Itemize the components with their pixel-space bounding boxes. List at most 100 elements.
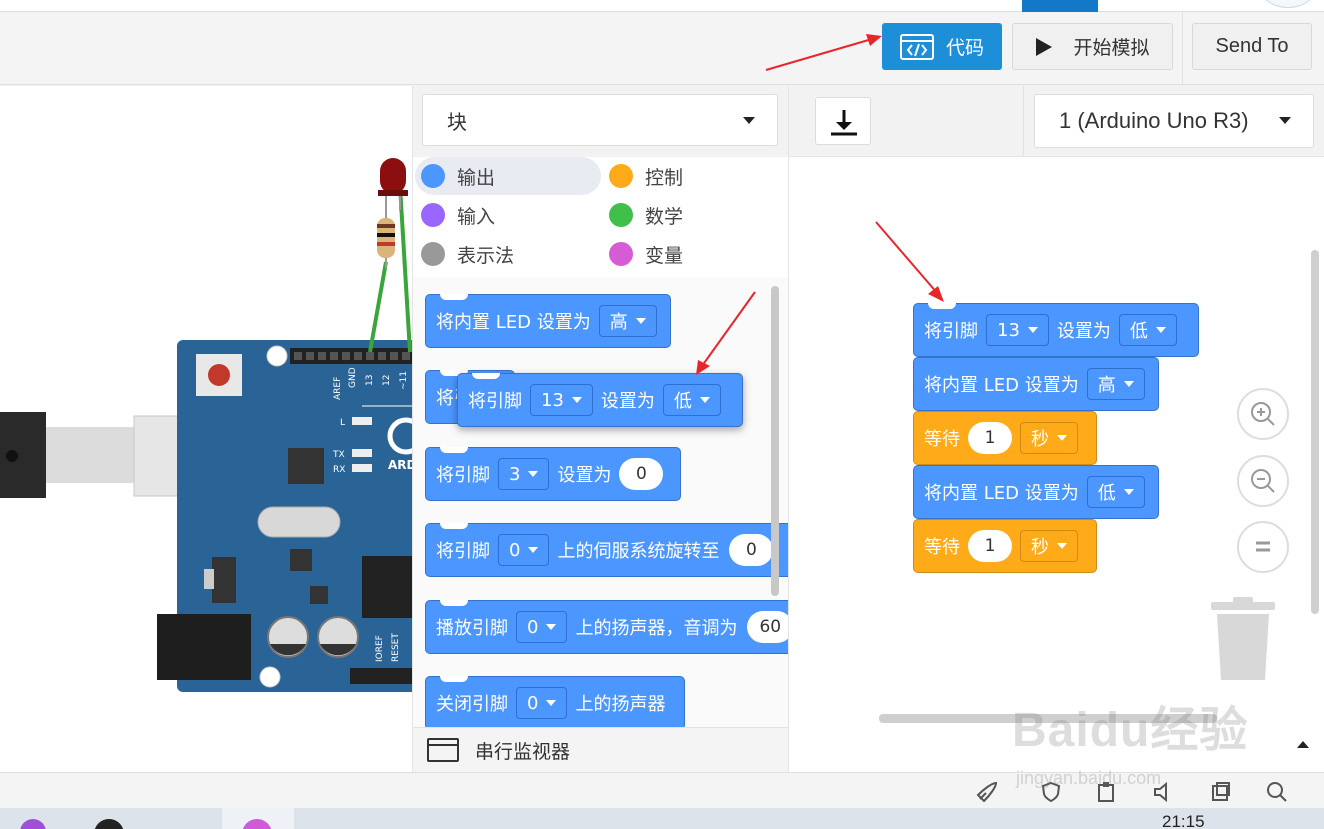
board-label-11: ~11 [399,371,409,390]
palette-block-play-speaker[interactable]: 播放引脚 0 上的扬声器，音调为 60 [425,600,788,654]
workspace-block-wait-2[interactable]: 等待 1 秒 [913,519,1097,573]
pin-dropdown[interactable]: 13 [986,314,1049,346]
code-icon [899,33,934,60]
rocket-icon[interactable] [976,781,1000,803]
wire-green-1 [368,261,388,353]
chevron-up-icon[interactable] [1297,741,1309,748]
pin-dropdown[interactable]: 0 [498,534,550,566]
block-text: 设置为 [1056,321,1111,342]
caret-down-icon [1155,327,1166,333]
unit-dropdown[interactable]: 秒 [1020,530,1078,562]
board-label-13: 13 [365,375,375,386]
palette-block-stop-speaker[interactable]: 关闭引脚 0 上的扬声器 [425,676,685,730]
board-label-l: L [340,418,345,428]
category-math[interactable]: 数学 [603,196,783,234]
active-app-tab[interactable] [222,808,294,829]
workspace-block-wait-1[interactable]: 等待 1 秒 [913,411,1097,465]
toolbar-divider [1182,12,1183,85]
zoom-out-button[interactable] [1237,455,1289,507]
wait-amount-input[interactable]: 1 [968,422,1012,454]
app-icon[interactable] [242,819,272,829]
search-icon[interactable] [1266,781,1288,803]
category-variables[interactable]: 变量 [603,235,783,273]
caret-down-icon [546,624,557,630]
trash-icon[interactable] [1207,596,1279,682]
category-output[interactable]: 输出 [415,157,601,195]
workspace-block-set-pin[interactable]: 将引脚 13 设置为 低 [913,303,1199,357]
shield-icon[interactable] [1040,781,1062,803]
pin-dropdown[interactable]: 0 [516,687,568,719]
value-dropdown[interactable]: 低 [1086,476,1145,508]
chip-value: 低 [673,391,692,412]
palette-block-servo[interactable]: 将引脚 0 上的伺服系统旋转至 0 [425,523,788,577]
category-label: 输出 [457,166,496,189]
os-taskbar: 21:15 [0,808,1324,829]
workspace-block-builtin-led-high[interactable]: 将内置 LED 设置为 高 [913,357,1159,411]
board-label-reset: RESET [391,633,401,662]
value-input[interactable]: 60 [747,611,788,643]
usb-cable [46,427,136,483]
code-button[interactable]: 代码 [882,23,1002,70]
serial-monitor-button[interactable]: 串行监视器 [413,727,788,772]
block-text: 将引脚 [924,321,978,342]
caret-down-icon [571,397,582,403]
chip-value: 0 [509,539,521,561]
value-dropdown[interactable]: 低 [1118,314,1177,346]
caret-down-icon [1123,381,1134,387]
start-simulation-label: 开始模拟 [1073,37,1150,59]
unit-dropdown[interactable]: 秒 [1020,422,1078,454]
download-button[interactable] [815,97,871,145]
value-input[interactable]: 0 [729,534,774,566]
zoom-in-button[interactable] [1237,388,1289,440]
window-icon[interactable] [1210,781,1232,803]
category-label: 输入 [457,205,496,228]
workspace-vertical-scrollbar[interactable] [1311,250,1319,614]
palette-block-set-builtin-led[interactable]: 将内置 LED 设置为 高 [425,294,671,348]
category-dot-icon [609,164,633,188]
blocks-palette: 块 输出 控制 输入 数学 表示法 变量 将内置 LED 设置为 高 将引 将引… [412,86,788,772]
palette-blocks-area[interactable]: 将内置 LED 设置为 高 将引 将引脚 3 设置为 0 将引脚 0 上的伺服系… [413,277,788,730]
palette-scrollbar[interactable] [771,286,779,596]
active-tab-indicator[interactable] [1022,0,1098,12]
app-icon[interactable] [94,819,124,829]
zoom-reset-button[interactable] [1237,521,1289,573]
value-dropdown[interactable]: 高 [1086,368,1145,400]
category-input[interactable]: 输入 [415,196,601,234]
pin-dropdown[interactable]: 3 [498,458,550,490]
clipboard-icon[interactable] [1096,781,1116,803]
category-label: 控制 [645,166,684,189]
zoom-out-icon [1251,469,1275,493]
caret-down-icon [635,318,646,324]
board-label-gnd: GND [348,367,358,388]
app-icon[interactable] [20,819,46,829]
workspace-header: 1 (Arduino Uno R3) [789,86,1324,157]
workspace-horizontal-scrollbar[interactable] [879,714,1217,723]
wait-amount-input[interactable]: 1 [968,530,1012,562]
block-text: 上的伺服系统旋转至 [557,541,720,562]
circuit-canvas[interactable]: AREF GND 13 12 ~11 L TX RX IOREF RESET A… [0,86,412,772]
palette-block-set-pin-value[interactable]: 将引脚 3 设置为 0 [425,447,681,501]
chip-value: 秒 [1031,537,1049,558]
start-simulation-button[interactable]: 开始模拟 [1012,23,1173,70]
value-dropdown[interactable]: 低 [662,384,721,416]
palette-header: 块 [413,86,788,157]
category-control[interactable]: 控制 [603,157,783,195]
value-input[interactable]: 0 [619,458,664,490]
code-workspace[interactable]: 1 (Arduino Uno R3) 将引脚 13 设置为 低 将内置 LED … [788,86,1324,772]
value-dropdown[interactable]: 高 [598,305,657,337]
pin-dropdown[interactable]: 13 [530,384,593,416]
pin-dropdown[interactable]: 0 [516,611,568,643]
caret-down-icon [546,700,557,706]
board-selector-dropdown[interactable]: 1 (Arduino Uno R3) [1034,94,1314,148]
workspace-block-builtin-led-low[interactable]: 将内置 LED 设置为 低 [913,465,1159,519]
block-text: 将内置 LED 设置为 [436,312,591,333]
dragged-block-set-pin[interactable]: 将引脚 13 设置为 低 [457,373,743,427]
volume-icon[interactable] [1152,781,1174,803]
category-dot-icon [609,203,633,227]
block-type-dropdown[interactable]: 块 [422,94,778,146]
send-to-button[interactable]: Send To [1192,23,1312,70]
caret-down-icon [1057,435,1067,441]
block-text: 关闭引脚 [436,694,508,715]
avatar[interactable] [1262,0,1314,8]
category-notation[interactable]: 表示法 [415,235,601,273]
